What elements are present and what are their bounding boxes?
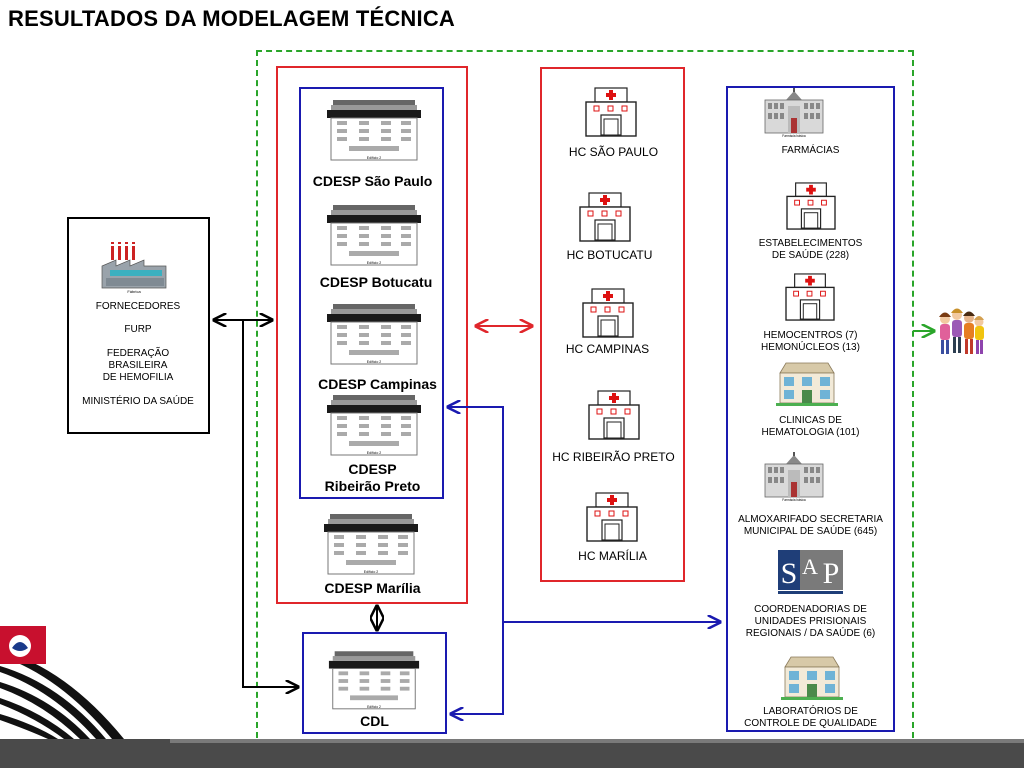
dest-laboratorios-line1: LABORATÓRIOS DE: [763, 706, 858, 717]
office-building-icon: Edifício 2: [328, 651, 420, 710]
cdl-box: [302, 632, 447, 734]
suppliers-line-ministerio: MINISTÉRIO DA SAÚDE: [82, 396, 194, 407]
clinic-icon: [781, 656, 843, 700]
cdesp-campinas-label: CDESP Campinas: [318, 376, 437, 392]
factory-caption: Fábrica: [127, 289, 141, 294]
hc-botucatu-label: HC BOTUCATU: [566, 248, 653, 262]
sao-paulo-flag-decoration: [0, 626, 170, 768]
cdesp-ribeirao-label-line1: CDESP: [348, 461, 397, 477]
dest-estabelecimentos-line2: DE SAÚDE (228): [771, 250, 850, 261]
dest-almoxarifado-line2: MUNICIPAL DE SAÚDE (645): [743, 526, 878, 537]
svg-text:Edifício 2: Edifício 2: [367, 360, 381, 364]
office-building-icon: Edifício 2: [327, 100, 421, 161]
cdesp-red-frame: [276, 66, 468, 604]
dest-clinicas-line1: CLINICAS DE: [779, 415, 842, 426]
hc-marilia-label: HC MARÍLIA: [578, 549, 647, 563]
hc-campinas-label: HC CAMPINAS: [565, 342, 650, 356]
cdesp-blue-frame: [299, 87, 444, 499]
hospitals-red-frame: [540, 67, 685, 582]
hc-ribeirao-preto-label: HC RIBEIRÃO PRETO: [552, 450, 675, 464]
sap-logo-letter-s: S: [781, 557, 798, 590]
dest-estabelecimentos-line1: ESTABELECIMENTOS: [758, 238, 863, 249]
suppliers-line-fornecedores: FORNECEDORES: [95, 301, 181, 312]
dest-clinicas-line2: HEMATOLOGIA (101): [761, 427, 860, 438]
hospital-icon: [579, 192, 631, 242]
suppliers-line-hemofilia: DE HEMOFILIA: [102, 372, 174, 383]
dest-hemocentros-line2: HEMONÚCLEOS (13): [761, 342, 860, 353]
hospital-icon: [582, 288, 634, 338]
svg-text:Edifício 2: Edifício 2: [367, 261, 381, 265]
office-building-icon: Edifício 2: [327, 205, 421, 266]
pharmacy-building-icon: Farmácia básica: [764, 452, 824, 502]
dest-almoxarifado-line1: ALMOXARIFADO SECRETARIA: [738, 514, 883, 525]
factory-icon: Fábrica: [101, 242, 167, 294]
sap-logo-letter-a: A: [802, 554, 818, 579]
cdesp-ribeirao-label-line2: Ribeirão Preto: [324, 478, 421, 494]
bottom-band-highlight: [0, 739, 1024, 743]
destinations-blue-frame: [726, 86, 895, 732]
suppliers-line-federacao: FEDERAÇÃO: [106, 348, 170, 359]
hospital-icon: [785, 273, 835, 321]
clinic-icon: [776, 362, 838, 406]
sap-logo: S A P: [778, 550, 843, 596]
dest-coordenadorias-line1: COORDENADORIAS DE: [754, 604, 867, 615]
cdesp-sao-paulo-label: CDESP São Paulo: [312, 173, 433, 189]
hospital-icon: [585, 87, 637, 137]
dest-coordenadorias-line3: REGIONAIS / DA SAÚDE (6): [745, 628, 876, 639]
dest-laboratorios-line2: CONTROLE DE QUALIDADE: [744, 718, 877, 729]
svg-text:Farmácia básica: Farmácia básica: [782, 498, 806, 502]
hospital-icon: [786, 182, 836, 230]
cdesp-botucatu-label: CDESP Botucatu: [319, 274, 433, 290]
sap-logo-letter-p: P: [823, 557, 840, 590]
svg-text:Edifício 2: Edifício 2: [364, 570, 378, 574]
svg-text:Farmácia básica: Farmácia básica: [782, 134, 806, 138]
office-building-icon: Edifício 2: [327, 304, 421, 365]
patients-group-icon: [939, 308, 984, 354]
arrow-cdl-ribeirao: [448, 407, 504, 715]
dest-farmacias-label: FARMÁCIAS: [781, 145, 840, 156]
svg-text:Edifício 2: Edifício 2: [367, 156, 381, 160]
cdl-label: CDL: [360, 713, 389, 729]
arrow-suppliers-cdl: [242, 320, 298, 687]
hospital-icon: [586, 492, 638, 542]
svg-text:Edifício 2: Edifício 2: [367, 705, 381, 709]
suppliers-line-brasileira: BRASILEIRA: [108, 360, 168, 371]
suppliers-line-furp: FURP: [124, 324, 152, 335]
hc-sao-paulo-label: HC SÃO PAULO: [568, 145, 659, 159]
cdesp-marilia-label: CDESP Marília: [324, 580, 421, 596]
hospital-icon: [588, 390, 640, 440]
svg-text:Edifício 2: Edifício 2: [367, 451, 381, 455]
bottom-band: [0, 739, 1024, 768]
dest-coordenadorias-line2: UNIDADES PRISIONAIS: [754, 616, 867, 627]
page-title: RESULTADOS DA MODELAGEM TÉCNICA: [8, 6, 456, 31]
pharmacy-building-icon: Farmácia básica: [764, 88, 824, 138]
suppliers-box: [67, 217, 210, 434]
office-building-icon: Edifício 2: [327, 395, 421, 456]
office-building-icon: Edifício 2: [324, 514, 418, 575]
dest-hemocentros-line1: HEMOCENTROS (7): [763, 330, 858, 341]
